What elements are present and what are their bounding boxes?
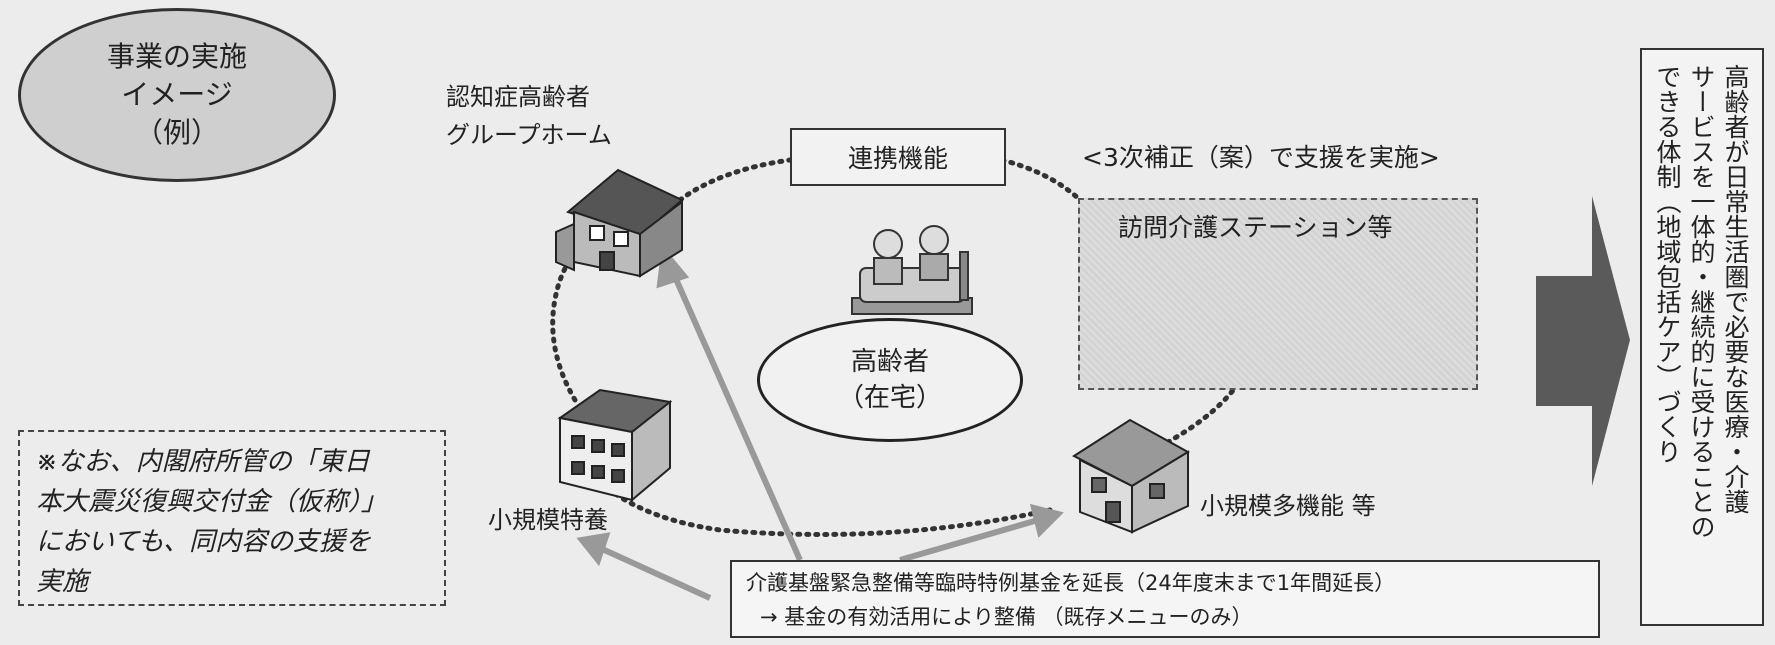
elderly-ellipse: 高齢者 （在宅） (757, 318, 1023, 442)
note-line1: ※なお、内閣府所管の「東日 (36, 447, 370, 477)
goal-line3: できる体制（地域包括ケア）づくり (1653, 64, 1682, 464)
linkage-box: 連携機能 (790, 128, 1006, 186)
multi-function-label: 小規模多機能 等 (1200, 492, 1376, 520)
goal-line1: 高齢者が日常生活圏で必要な医療・介護 (1721, 64, 1750, 514)
small-special-label: 小規模特養 (488, 506, 608, 534)
note-line4: 実施 (36, 567, 89, 597)
goal-box: 高齢者が日常生活圏で必要な医療・介護 サービスを一体的・継続的に受けることの で… (1640, 48, 1764, 626)
fund-line1: 介護基盤緊急整備等臨時特例基金を延長（24年度末まで1年間延長） (746, 571, 1396, 595)
visit-station-box (1078, 198, 1478, 390)
fund-box: 介護基盤緊急整備等臨時特例基金を延長（24年度末まで1年間延長） → 基金の有効… (730, 560, 1600, 638)
group-home-line2: グループホーム (446, 121, 612, 149)
group-home-icon (555, 168, 684, 278)
title-line1: 事業の実施 (106, 40, 247, 73)
multi-function-icon (1072, 418, 1190, 534)
support-label: <3次補正（案）で支援を実施> (1082, 143, 1440, 172)
title-line2: イメージ (121, 78, 233, 111)
group-home-line1: 認知症高齢者 (446, 83, 590, 111)
note-box: ※なお、内閣府所管の「東日 本大震災復興交付金（仮称）」 においても、同内容の支… (18, 430, 446, 606)
visit-station-label: 訪問介護ステーション等 (1118, 213, 1393, 242)
fund-arrows (576, 244, 1064, 601)
goal-line2: サービスを一体的・継続的に受けることの (1687, 64, 1716, 539)
note-line3: においても、同内容の支援を (36, 527, 372, 557)
small-special-icon (557, 388, 673, 503)
note-line2: 本大震災復興交付金（仮称）」 (36, 487, 388, 517)
title-ellipse: 事業の実施 イメージ （例） (18, 8, 336, 182)
big-right-arrow (1536, 196, 1630, 486)
elderly-line2: （在宅） (837, 383, 942, 413)
elderly-people-icon (851, 225, 973, 315)
fund-line2: → 基金の有効活用により整備 （既存メニューのみ） (760, 605, 1253, 629)
group-home-label: 認知症高齢者 グループホーム (446, 78, 612, 154)
linkage-label: 連携機能 (847, 144, 948, 173)
elderly-line1: 高齢者 (850, 347, 929, 377)
title-line3: （例） (134, 116, 219, 149)
